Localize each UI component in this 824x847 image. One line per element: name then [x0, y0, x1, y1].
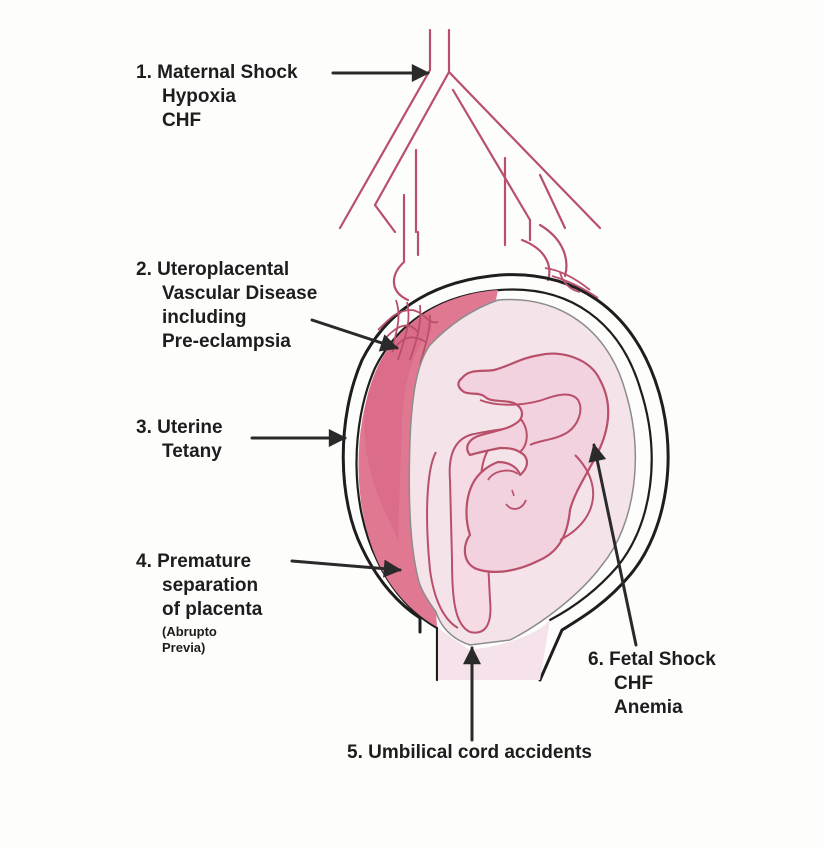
label-fetal-shock-line2: CHF — [614, 673, 654, 694]
label-maternal-shock-line1: 1. Maternal Shock — [136, 62, 298, 83]
label-premature-separation: 4. Premature separation of placenta (Abr… — [136, 550, 262, 656]
maternal-vessels — [338, 28, 602, 302]
label-premature-separation-line1: 4. Premature — [136, 551, 252, 572]
uterus-wall — [341, 273, 670, 682]
label-uterine-tetany-line2: Tetany — [162, 441, 222, 462]
pointer-arrows — [250, 64, 638, 742]
placenta — [358, 290, 498, 627]
label-maternal-shock: 1. Maternal Shock Hypoxia CHF — [136, 61, 298, 133]
label-fetal-shock-line1: 6. Fetal Shock — [588, 649, 716, 670]
fetus — [457, 352, 610, 574]
label-uterine-tetany: 3. Uterine Tetany — [136, 416, 223, 464]
label-premature-separation-line3: of placenta — [162, 599, 263, 620]
label-maternal-shock-line2: Hypoxia — [162, 86, 236, 107]
label-uteroplacental-line3: including — [162, 307, 247, 328]
label-uteroplacental-line1: 2. Uteroplacental — [136, 259, 290, 280]
placenta-dark-region — [364, 312, 432, 540]
label-premature-separation-note2: Previa) — [162, 640, 206, 655]
label-umbilical-cord: 5. Umbilical cord accidents — [347, 741, 592, 765]
cervical-canal — [438, 620, 550, 680]
arrow-premature-separation — [290, 559, 402, 578]
label-premature-separation-note1: (Abrupto — [162, 624, 217, 639]
label-fetal-shock: 6. Fetal Shock CHF Anemia — [588, 648, 716, 720]
arrow-uteroplacental — [310, 318, 399, 352]
label-uteroplacental: 2. Uteroplacental Vascular Disease inclu… — [136, 258, 317, 354]
label-premature-separation-line2: separation — [162, 575, 259, 596]
label-fetal-shock-line3: Anemia — [614, 697, 683, 718]
label-uteroplacental-line4: Pre-eclampsia — [162, 331, 291, 352]
label-uteroplacental-line2: Vascular Disease — [162, 283, 318, 304]
label-uterine-tetany-line1: 3. Uterine — [136, 417, 223, 438]
arrow-fetal-shock — [588, 443, 638, 647]
label-umbilical-cord-line1: 5. Umbilical cord accidents — [347, 742, 592, 763]
label-maternal-shock-line3: CHF — [162, 110, 202, 131]
